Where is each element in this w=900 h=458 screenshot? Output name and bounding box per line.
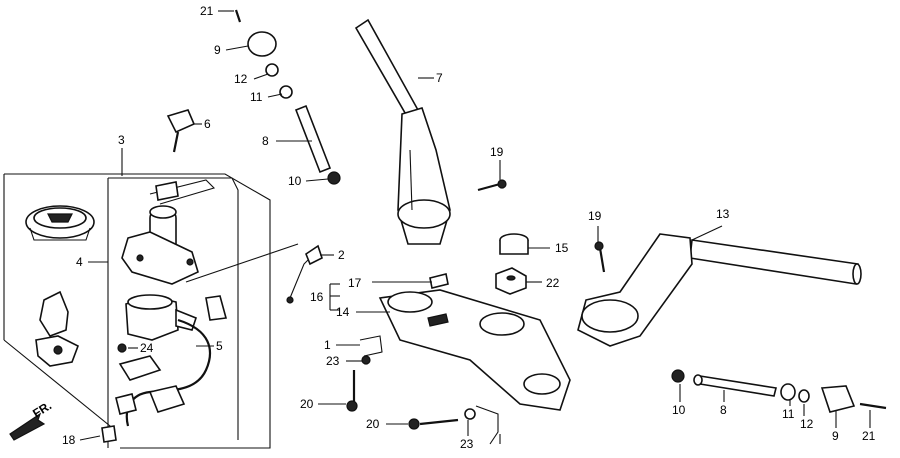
- callout-17: 17: [348, 276, 362, 290]
- bolt-20-left: [346, 370, 358, 412]
- callout-6: 6: [204, 117, 211, 131]
- top-bolt-assembly: [234, 9, 341, 185]
- callout-21-top: 21: [200, 4, 214, 18]
- front-label: FR.: [30, 398, 54, 420]
- ignition-group-frame: [3, 173, 271, 449]
- front-direction-arrow: FR.: [9, 398, 54, 441]
- callout-16: 16: [310, 290, 324, 304]
- callout-4: 4: [76, 255, 83, 269]
- callout-11-right: 11: [782, 407, 795, 421]
- callout-13: 13: [716, 207, 730, 221]
- callout-8-right: 8: [720, 403, 727, 417]
- callout-5: 5: [216, 339, 223, 353]
- callout-14: 14: [336, 305, 350, 319]
- bracket-1-left: [359, 335, 383, 365]
- fuel-cap: [25, 205, 95, 241]
- callout-20-bottom: 20: [366, 417, 380, 431]
- callout-11-top: 11: [250, 90, 263, 104]
- callout-labels: 21 9 12 11 6 8 10 3 4 2 5 24 18 7 19 19 …: [62, 4, 876, 451]
- callout-23-bottom: 23: [460, 437, 474, 451]
- callout-19-left: 19: [490, 145, 504, 159]
- callout-15: 15: [555, 241, 569, 255]
- callout-10-right: 10: [672, 403, 686, 417]
- callout-2: 2: [338, 248, 345, 262]
- callout-8-top: 8: [262, 134, 269, 148]
- top-bridge: [378, 273, 571, 411]
- seat-lock: [35, 290, 80, 367]
- screw-18: [101, 425, 117, 443]
- ignition-lock-cylinder: [117, 294, 197, 353]
- callout-9-right: 9: [832, 429, 839, 443]
- bolt-20-bottom: [408, 418, 459, 430]
- ignition-wire-harness: [115, 295, 228, 427]
- callout-19-right: 19: [588, 209, 602, 223]
- right-handlebar: [577, 233, 862, 347]
- switch-2: [286, 244, 323, 304]
- callout-12-top: 12: [234, 72, 248, 86]
- ignition-key: [166, 109, 196, 153]
- stem-cap-15: [499, 233, 529, 255]
- callout-18: 18: [62, 433, 76, 447]
- callout-12-right: 12: [800, 417, 814, 431]
- callout-24: 24: [140, 341, 154, 355]
- bracket-1-bottom: [464, 405, 499, 445]
- ignition-switch: [121, 179, 216, 285]
- callout-3: 3: [118, 133, 125, 147]
- callout-21-right: 21: [862, 429, 876, 443]
- left-handlebar: [354, 18, 451, 245]
- leader-lines: [79, 10, 871, 444]
- callout-1-left: 1: [324, 338, 331, 352]
- bolt-19-right: [594, 241, 606, 273]
- right-bolt-assembly: [671, 369, 887, 413]
- stem-nut-22: [495, 267, 527, 295]
- callout-20-left: 20: [300, 397, 314, 411]
- bolt-19-left: [477, 179, 507, 192]
- callout-23-left: 23: [326, 354, 340, 368]
- callout-9-top: 9: [214, 43, 221, 57]
- callout-10-top: 10: [288, 174, 302, 188]
- callout-7: 7: [436, 71, 443, 85]
- callout-22: 22: [546, 276, 560, 290]
